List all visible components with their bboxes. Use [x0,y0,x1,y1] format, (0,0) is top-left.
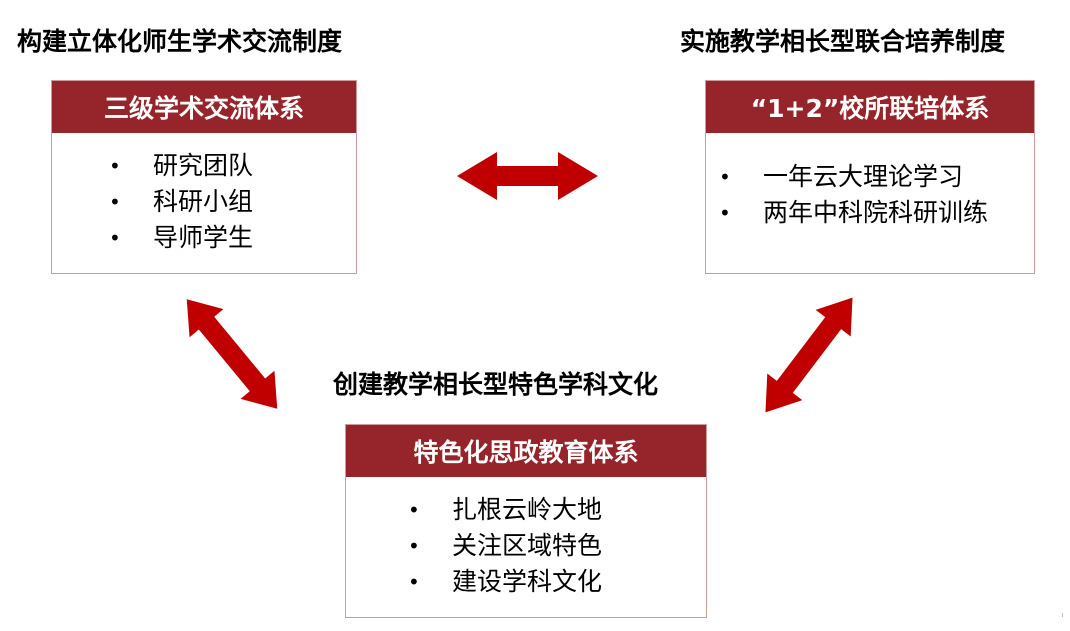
list-item: 导师学生 [109,220,253,256]
bottom-section-title: 创建教学相长型特色学科文化 [333,370,659,399]
list-item: 关注区域特色 [408,528,602,564]
right-box: “1+2”校所联培体系 一年云大理论学习 两年中科院科研训练 [705,80,1035,274]
list-item: 扎根云岭大地 [408,492,602,528]
left-box-header: 三级学术交流体系 [52,81,356,133]
right-box-header: “1+2”校所联培体系 [706,81,1034,133]
bottom-box: 特色化思政教育体系 扎根云岭大地 关注区域特色 建设学科文化 [345,424,707,618]
left-section-title: 构建立体化师生学术交流制度 [17,27,343,56]
right-diagonal-double-arrow-icon [765,297,853,413]
list-item: 建设学科文化 [408,564,602,600]
horizontal-double-arrow-icon [457,152,598,200]
bottom-box-list: 扎根云岭大地 关注区域特色 建设学科文化 [408,492,602,600]
left-diagonal-double-arrow-icon [186,299,278,409]
list-item: 研究团队 [109,148,253,184]
right-box-list: 一年云大理论学习 两年中科院科研训练 [719,159,988,231]
corner-mark [1062,613,1067,617]
list-item: 科研小组 [109,184,253,220]
list-item: 一年云大理论学习 [719,159,988,195]
left-box: 三级学术交流体系 研究团队 科研小组 导师学生 [51,80,357,274]
bottom-box-header: 特色化思政教育体系 [346,425,706,477]
list-item: 两年中科院科研训练 [719,195,988,231]
left-box-list: 研究团队 科研小组 导师学生 [109,148,253,256]
right-section-title: 实施教学相长型联合培养制度 [680,27,1006,56]
